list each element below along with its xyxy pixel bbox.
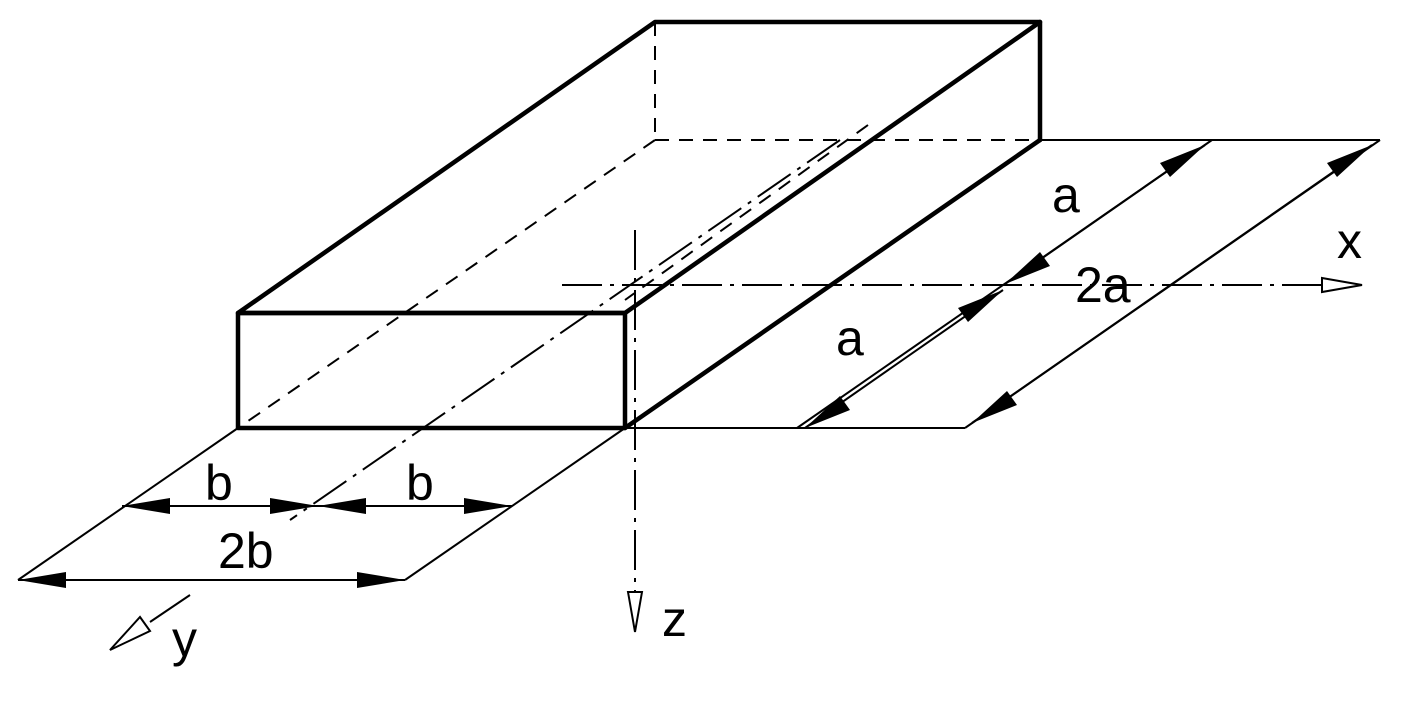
y-axis bbox=[109, 594, 191, 651]
block-front-face bbox=[235, 310, 628, 431]
base-left-edge bbox=[17, 427, 239, 581]
dim-2a-line bbox=[971, 144, 1373, 424]
dim-b-left-arrow-start-icon bbox=[122, 498, 170, 514]
block-outline bbox=[235, 19, 1043, 431]
dim-2b-arrow-end-icon bbox=[357, 572, 405, 588]
dim-2b-arrow-start-icon bbox=[18, 572, 66, 588]
x-axis bbox=[562, 276, 1363, 294]
block-top-face bbox=[235, 19, 1043, 316]
hidden-left-bottom-edge bbox=[237, 139, 656, 429]
x-axis-arrow-icon bbox=[1321, 276, 1363, 294]
dimension-b bbox=[122, 498, 512, 514]
label-2a: 2a bbox=[1075, 257, 1131, 313]
label-y-axis: y bbox=[172, 611, 197, 667]
hidden-edges bbox=[237, 22, 1040, 429]
label-a-upper: a bbox=[1052, 167, 1080, 223]
dim-2a-arrow-top-icon bbox=[1327, 145, 1372, 177]
label-z-axis: z bbox=[662, 591, 687, 647]
dimension-2a bbox=[971, 144, 1373, 424]
z-axis bbox=[626, 230, 644, 633]
label-2b: 2b bbox=[218, 523, 274, 579]
dimension-2b bbox=[18, 572, 405, 588]
dimension-a-upper bbox=[1004, 144, 1206, 285]
dim-a-upper-arrow-bottom-icon bbox=[1005, 252, 1050, 284]
dim-b-right-arrow-start-icon bbox=[318, 498, 366, 514]
dim-b-right-arrow-end-icon bbox=[464, 498, 512, 514]
base-plane bbox=[17, 139, 1381, 581]
z-axis-arrow-icon bbox=[626, 591, 644, 633]
y-axis-arrow-icon bbox=[109, 615, 152, 651]
dim-2a-arrow-bottom-icon bbox=[972, 391, 1017, 423]
y-center-line bbox=[289, 139, 841, 521]
hidden-mid-depth-line bbox=[624, 124, 869, 301]
label-a-lower: a bbox=[836, 310, 864, 366]
dim-b-left-arrow-end-icon bbox=[270, 498, 318, 514]
dim-a-upper-arrow-top-icon bbox=[1160, 145, 1205, 177]
base-right-front-edge bbox=[404, 427, 626, 581]
dimension-a-lower bbox=[804, 289, 1004, 429]
dim-a-lower-arrow-bottom-icon bbox=[805, 396, 850, 428]
label-x-axis: x bbox=[1337, 213, 1362, 269]
y-axis-line bbox=[149, 594, 191, 623]
label-b-left: b bbox=[205, 455, 233, 511]
label-b-right: b bbox=[406, 455, 434, 511]
dim-a-lower-arrow-top-icon bbox=[958, 290, 1003, 322]
